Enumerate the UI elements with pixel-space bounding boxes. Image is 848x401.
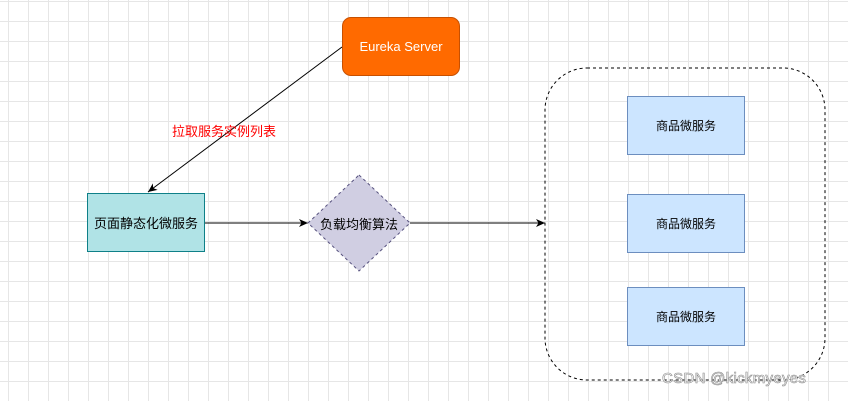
product-service-label: 商品微服务 <box>655 217 716 231</box>
product-service-node-3: 商品微服务 <box>627 287 745 346</box>
watermark: CSDN @kickmyeyes <box>662 370 807 388</box>
eureka-server-label: Eureka Server <box>359 39 443 54</box>
product-service-label: 商品微服务 <box>655 119 716 133</box>
load-balancer-label: 负载均衡算法 <box>319 218 398 233</box>
edge-fetch-instances <box>147 46 343 193</box>
load-balancer-diamond <box>307 174 411 272</box>
product-service-node-1: 商品微服务 <box>627 96 745 155</box>
product-service-node-2: 商品微服务 <box>627 194 745 253</box>
static-service-label: 页面静态化微服务 <box>93 217 198 232</box>
static-service-node: 页面静态化微服务 <box>87 193 205 252</box>
fetch-instances-label: 拉取服务实例列表 <box>172 125 277 140</box>
product-service-label: 商品微服务 <box>655 310 716 324</box>
product-services-group <box>544 67 826 381</box>
eureka-server-node: Eureka Server <box>342 17 460 76</box>
